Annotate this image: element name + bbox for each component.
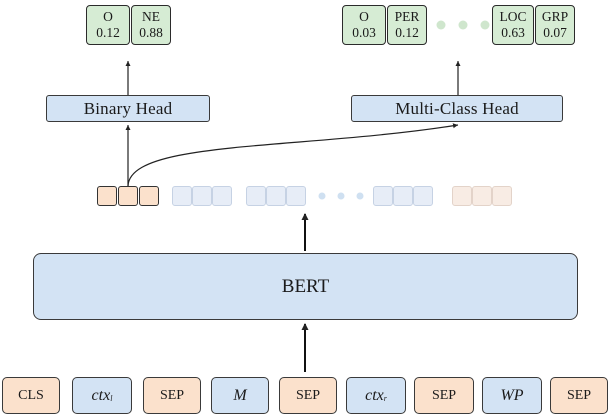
- embedding-cell: [373, 186, 393, 206]
- output-score: 0.12: [96, 25, 120, 40]
- token-subscript: l: [110, 394, 113, 403]
- output-label: O: [103, 9, 113, 24]
- embedding-cell: [192, 186, 212, 206]
- token-sep: SEP: [550, 377, 608, 414]
- embedding-cell: [212, 186, 232, 206]
- output-score: 0.12: [395, 25, 419, 40]
- embedding-cell: [492, 186, 512, 206]
- binary-output-ne: NE 0.88: [131, 5, 171, 45]
- embedding-cell: [452, 186, 472, 206]
- output-ellipsis: [436, 20, 490, 30]
- multi-output-o: O 0.03: [342, 5, 386, 45]
- multi-output-loc: LOC 0.63: [492, 5, 534, 45]
- output-label: PER: [394, 9, 420, 24]
- embedding-cell: [413, 186, 433, 206]
- binary-head: Binary Head: [46, 95, 210, 122]
- cls-embedding-cell: [97, 186, 117, 206]
- embedding-cell: [472, 186, 492, 206]
- embedding-cell: [246, 186, 266, 206]
- binary-output-o: O 0.12: [86, 5, 130, 45]
- output-score: 0.03: [352, 25, 376, 40]
- output-score: 0.88: [139, 25, 163, 40]
- output-label: GRP: [541, 9, 569, 24]
- output-label: LOC: [499, 9, 527, 24]
- token-sep: SEP: [414, 377, 474, 414]
- multi-output-per: PER 0.12: [387, 5, 427, 45]
- multi-class-head: Multi-Class Head: [351, 95, 563, 122]
- embedding-cell: [393, 186, 413, 206]
- cls-embedding-cell: [139, 186, 159, 206]
- embedding-ellipsis: [318, 192, 364, 200]
- cls-to-multi-curve: [127, 123, 459, 187]
- token-sep: SEP: [279, 377, 337, 414]
- output-score: 0.63: [501, 25, 525, 40]
- token-sep: SEP: [143, 377, 201, 414]
- multi-output-grp: GRP 0.07: [535, 5, 575, 45]
- cls-embedding-cell: [118, 186, 138, 206]
- token-text: ctx: [365, 386, 384, 404]
- token-text: ctx: [91, 386, 111, 404]
- output-score: 0.07: [543, 25, 567, 40]
- output-label: O: [359, 9, 369, 24]
- bert-encoder: BERT: [33, 253, 578, 320]
- embedding-cell: [172, 186, 192, 206]
- token-wp: WP: [482, 377, 542, 414]
- token-mention: M: [211, 377, 269, 414]
- output-label: NE: [142, 9, 160, 24]
- token-subscript: r: [383, 394, 387, 403]
- token-cls: CLS: [2, 377, 60, 414]
- embedding-cell: [266, 186, 286, 206]
- embedding-cell: [286, 186, 306, 206]
